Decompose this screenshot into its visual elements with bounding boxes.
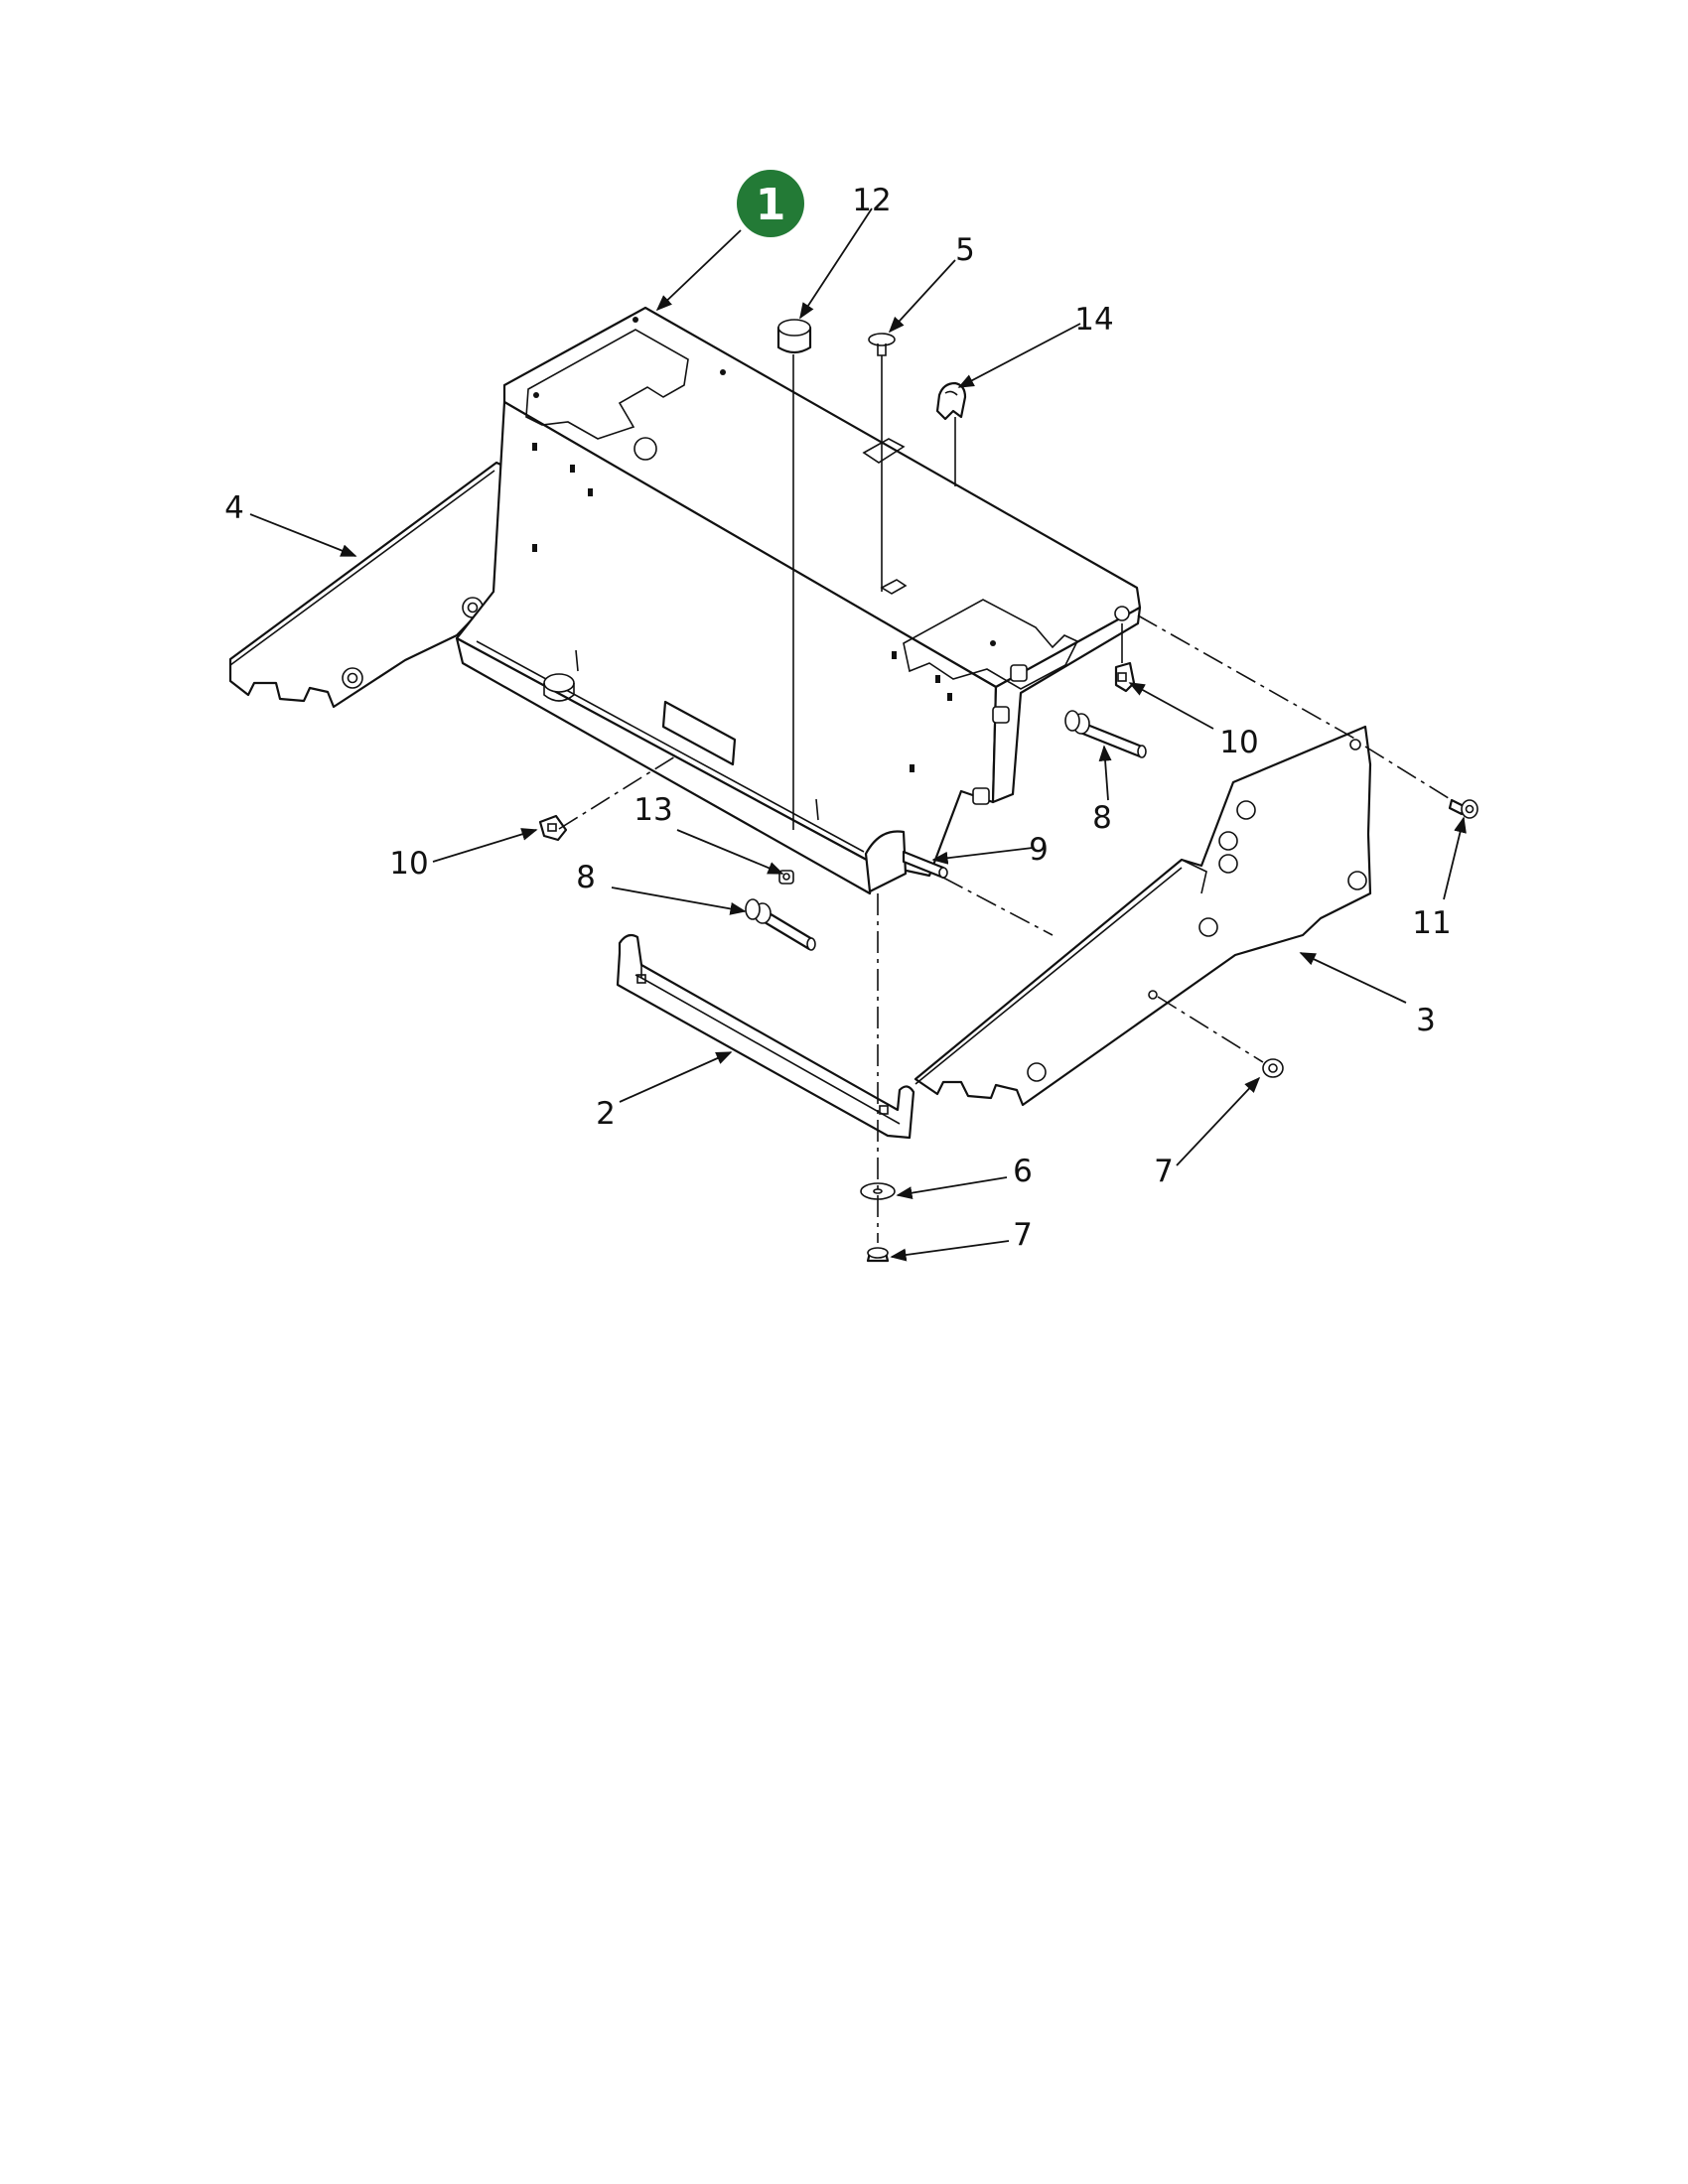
callout-10-right: 10 xyxy=(1219,725,1258,760)
callout-7-right: 7 xyxy=(1154,1154,1174,1189)
callout-3: 3 xyxy=(1416,1003,1436,1038)
item-number-badge: 1 xyxy=(737,170,804,237)
callout-14: 14 xyxy=(1074,302,1113,338)
callout-4: 4 xyxy=(224,490,244,526)
callout-13: 13 xyxy=(633,792,672,828)
nut-part-7-right xyxy=(1262,1058,1284,1078)
bolt-part-11 xyxy=(1448,798,1478,819)
clip-part-14 xyxy=(935,381,967,421)
hole-marker xyxy=(1148,990,1158,1000)
callout-9: 9 xyxy=(1029,832,1049,868)
right-bracket-part-3 xyxy=(914,725,1372,1107)
shoulder-bolt-part-8-left xyxy=(745,898,816,951)
strap-part-2 xyxy=(616,933,915,1140)
callouts: 12 5 14 4 10 8 9 13 10 8 11 3 2 6 7 7 xyxy=(224,183,1452,1253)
callout-10-left: 10 xyxy=(389,846,428,882)
callout-2: 2 xyxy=(596,1096,616,1132)
shoulder-bolt-part-8-right xyxy=(1064,710,1147,758)
callout-8-left: 8 xyxy=(576,860,596,895)
assembly-lines xyxy=(558,354,1453,1243)
nut-part-7-bottom xyxy=(866,1247,890,1263)
leader-lines xyxy=(249,207,1467,1262)
callout-6: 6 xyxy=(1013,1154,1033,1189)
clip-nut-part-10-right xyxy=(1114,661,1136,693)
callout-11: 11 xyxy=(1412,905,1451,941)
callout-7-bottom: 7 xyxy=(1013,1217,1033,1253)
callout-8-right: 8 xyxy=(1092,800,1112,836)
badge-label: 1 xyxy=(756,180,786,230)
main-housing-part-1 xyxy=(455,306,1142,895)
callout-12: 12 xyxy=(852,183,891,218)
callout-5: 5 xyxy=(955,232,975,268)
knob-part-12 xyxy=(776,319,812,354)
clip-nut-part-10-left xyxy=(538,814,568,842)
bolt-part-5 xyxy=(868,333,896,356)
